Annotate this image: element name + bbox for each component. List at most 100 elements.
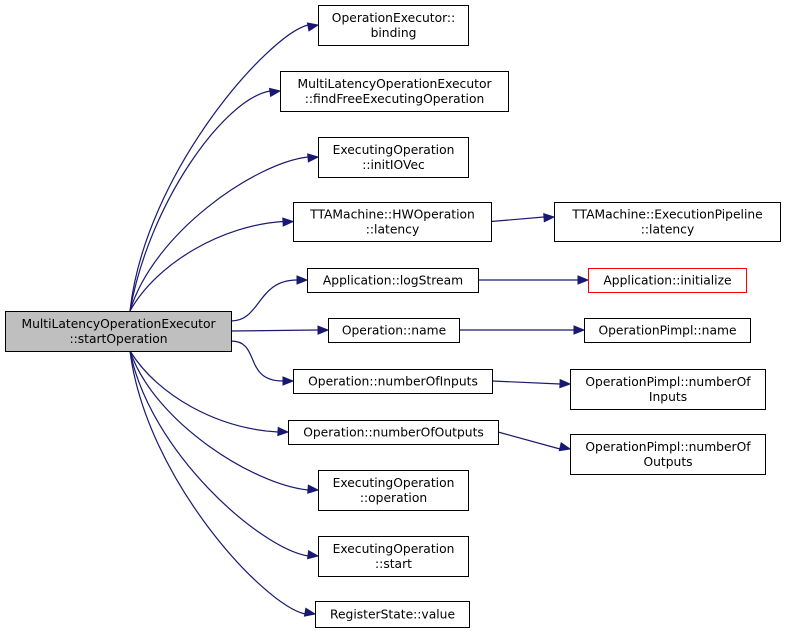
- edge-n10-n11: [491, 378, 572, 389]
- node-label: MultiLatencyOperationExecutor: [297, 77, 492, 91]
- node-box: [5, 311, 232, 352]
- node-label: Operation::numberOfInputs: [308, 375, 478, 389]
- node-n6[interactable]: Application::logStream: [307, 268, 479, 293]
- node-n13[interactable]: OperationPimpl::numberOfOutputs: [570, 434, 766, 475]
- node-box: [570, 369, 766, 410]
- node-label: Operation::numberOfOutputs: [303, 426, 484, 440]
- node-box: [280, 71, 509, 112]
- node-label: ::startOperation: [69, 332, 167, 346]
- node-label: binding: [371, 26, 417, 40]
- node-n12[interactable]: Operation::numberOfOutputs: [288, 420, 499, 445]
- node-box: [293, 202, 492, 242]
- arrow-head-icon: [573, 325, 586, 335]
- node-label: Application::initialize: [603, 274, 731, 288]
- edge-root-n1: [129, 22, 320, 312]
- node-box: [588, 268, 747, 293]
- edge-line: [129, 156, 309, 312]
- edge-root-n16: [129, 350, 317, 617]
- node-n8[interactable]: Operation::name: [328, 318, 460, 343]
- edge-n4-n5: [490, 213, 556, 223]
- node-n15[interactable]: ExecutingOperation::start: [318, 536, 469, 577]
- edge-root-n8: [230, 325, 330, 335]
- arrow-head-icon: [277, 426, 290, 437]
- edge-root-n4: [129, 217, 295, 312]
- node-n11[interactable]: OperationPimpl::numberOfInputs: [570, 369, 766, 410]
- arrow-head-icon: [307, 484, 320, 494]
- node-label: ExecutingOperation: [333, 143, 455, 157]
- edge-line: [497, 431, 561, 450]
- node-box: [318, 470, 469, 511]
- edge-line: [129, 350, 306, 615]
- node-label: Application::logStream: [323, 274, 463, 288]
- node-n10[interactable]: Operation::numberOfInputs: [293, 369, 493, 394]
- edge-line: [230, 279, 298, 322]
- arrow-head-icon: [307, 153, 320, 163]
- arrow-head-icon: [296, 275, 309, 285]
- edge-line: [129, 90, 271, 312]
- node-label: ::initIOVec: [362, 158, 425, 172]
- arrow-head-icon: [282, 217, 295, 227]
- node-label: ExecutingOperation: [333, 542, 455, 556]
- node-box: [328, 318, 460, 343]
- node-label: OperationExecutor::: [332, 11, 455, 25]
- node-n16[interactable]: RegisterState::value: [315, 601, 470, 628]
- edge-line: [490, 216, 545, 223]
- node-n4[interactable]: TTAMachine::HWOperation::latency: [293, 202, 492, 242]
- node-n7[interactable]: Application::initialize: [588, 268, 747, 293]
- edge-line: [230, 340, 284, 382]
- node-box: [318, 137, 469, 178]
- arrow-head-icon: [558, 441, 572, 452]
- node-n14[interactable]: ExecutingOperation::operation: [318, 470, 469, 511]
- edge-line: [129, 350, 309, 491]
- node-label: Outputs: [643, 455, 692, 469]
- edge-line: [491, 380, 561, 385]
- node-label: Operation::name: [342, 324, 446, 338]
- node-label: ExecutingOperation: [333, 476, 455, 490]
- arrow-head-icon: [559, 378, 572, 389]
- nodes: MultiLatencyOperationExecutor::startOper…: [5, 5, 781, 628]
- node-label: MultiLatencyOperationExecutor: [21, 317, 216, 331]
- node-label: OperationPimpl::numberOf: [585, 440, 751, 454]
- arrow-head-icon: [577, 275, 590, 285]
- arrow-head-icon: [303, 607, 317, 617]
- node-label: ::findFreeExecutingOperation: [305, 92, 485, 106]
- node-box: [293, 369, 493, 394]
- arrow-head-icon: [317, 325, 330, 335]
- arrow-head-icon: [268, 87, 282, 98]
- arrow-head-icon: [306, 22, 320, 32]
- node-label: Inputs: [649, 390, 687, 404]
- node-label: RegisterState::value: [330, 608, 455, 622]
- arrow-head-icon: [543, 213, 556, 223]
- node-label: OperationPimpl::name: [598, 324, 736, 338]
- node-n5[interactable]: TTAMachine::ExecutionPipeline::latency: [554, 202, 781, 242]
- edges: [129, 22, 590, 617]
- node-box: [570, 434, 766, 475]
- edge-root-n14: [129, 350, 320, 494]
- edge-line: [129, 24, 309, 312]
- edge-root-n2: [129, 87, 282, 312]
- node-n9[interactable]: OperationPimpl::name: [584, 318, 751, 343]
- node-root[interactable]: MultiLatencyOperationExecutor::startOper…: [5, 311, 232, 352]
- edge-line: [129, 350, 279, 433]
- node-label: TTAMachine::ExecutionPipeline: [571, 208, 763, 222]
- arrow-head-icon: [282, 376, 295, 386]
- edge-root-n10: [230, 340, 295, 386]
- node-n2[interactable]: MultiLatencyOperationExecutor::findFreeE…: [280, 71, 509, 112]
- node-box: [307, 268, 479, 293]
- edge-root-n6: [230, 275, 309, 322]
- edge-line: [129, 350, 309, 557]
- node-n1[interactable]: OperationExecutor::binding: [318, 5, 469, 46]
- edge-root-n3: [129, 153, 320, 312]
- arrow-head-icon: [306, 549, 320, 560]
- edge-root-n15: [129, 350, 320, 560]
- node-n3[interactable]: ExecutingOperation::initIOVec: [318, 137, 469, 178]
- edge-root-n12: [129, 350, 290, 437]
- node-box: [318, 536, 469, 577]
- node-box: [288, 420, 499, 445]
- edge-line: [129, 220, 284, 312]
- node-label: ::latency: [641, 223, 694, 237]
- node-box: [584, 318, 751, 343]
- edge-line: [230, 329, 319, 332]
- node-label: ::operation: [360, 491, 427, 505]
